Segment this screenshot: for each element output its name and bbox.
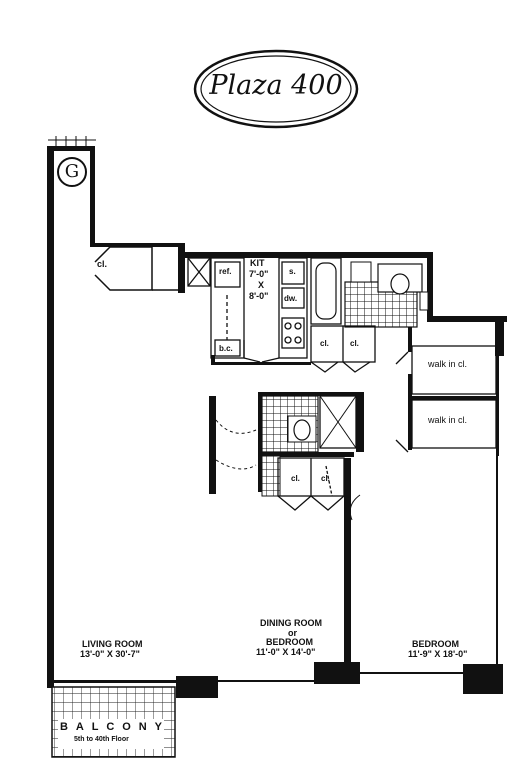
balcony-letters: B A L C O N Y: [60, 721, 162, 733]
balcony-letter: C: [106, 721, 115, 733]
dining-or-label: or: [288, 628, 297, 638]
broom-closet-label: b.c.: [219, 344, 233, 353]
hall-closet-2-label: cl.: [350, 339, 359, 348]
ref-label: ref.: [219, 267, 232, 276]
mid-closets: [277, 457, 345, 511]
hall-closets: [310, 325, 376, 373]
bedroom-label: BEDROOM: [412, 639, 459, 649]
mid-closet-2-label: cl.: [321, 474, 330, 483]
door-swings: [215, 419, 361, 521]
entry-closet-label: cl.: [97, 259, 108, 269]
dining-room-dim: 11'-0" X 14'-0": [256, 647, 316, 657]
kitchen-x: X: [258, 280, 265, 290]
walk-in-closet-1-label: walk in cl.: [428, 359, 468, 369]
living-room-dim: 13'-0" X 30'-7": [80, 649, 140, 659]
mid-closet-1-label: cl.: [291, 474, 300, 483]
entry-closet: [94, 246, 180, 291]
plaza-logo-text: Plaza 400: [209, 70, 343, 101]
hall-closet-1-label: cl.: [320, 339, 329, 348]
balcony-letter: N: [138, 721, 147, 733]
balcony-floors-label: 5th to 40th Floor: [74, 736, 129, 743]
dining-room-label: DINING ROOM: [260, 618, 322, 628]
stove-label: s.: [289, 267, 296, 276]
grade-marker: G: [57, 157, 87, 187]
bathroom-main: [310, 257, 429, 328]
dining-bedroom-label: BEDROOM: [266, 637, 313, 647]
kitchen-dim1: 7'-0": [249, 269, 269, 279]
bedroom-dim: 11'-9" X 18'-0": [408, 649, 468, 659]
walk-in-closets: [395, 345, 497, 453]
balcony-letter: B: [60, 721, 68, 733]
balcony-letter: L: [91, 721, 99, 733]
plan-ticks: [48, 136, 96, 146]
balcony-letter: A: [75, 721, 84, 733]
kitchen: [187, 257, 308, 363]
living-room-label: LIVING ROOM: [82, 639, 143, 649]
balcony-letter: O: [122, 721, 131, 733]
logo: [193, 49, 359, 129]
kitchen-dim2: 8'-0": [249, 291, 269, 301]
balcony-letter: Y: [154, 721, 162, 733]
bathroom-second: [261, 395, 357, 497]
balcony: [51, 686, 176, 758]
kitchen-label: KIT: [250, 258, 265, 268]
dishwasher-label: dw.: [284, 294, 298, 303]
walls: [47, 146, 507, 698]
walk-in-closet-2-label: walk in cl.: [428, 415, 468, 425]
